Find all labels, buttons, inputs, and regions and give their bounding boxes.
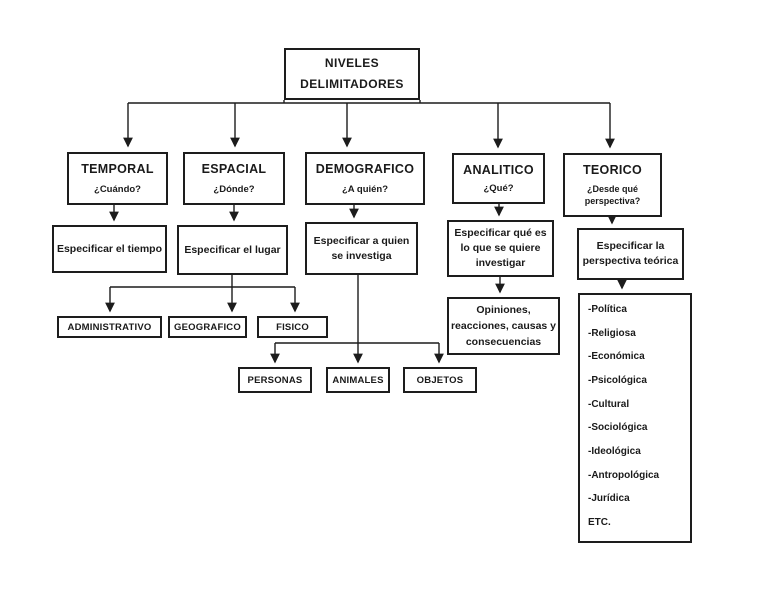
node-analitico: ANALITICO ¿Qué? [452, 153, 545, 204]
list-item: -Antropológica [588, 469, 660, 481]
node-teorico: TEORICO ¿Desde qué perspectiva? [563, 153, 662, 217]
top-connectors [123, 100, 615, 149]
node-temporal: TEMPORAL ¿Cuándo? [67, 152, 168, 205]
box-title: TEORICO [582, 163, 643, 177]
box-question: ¿Dónde? [213, 184, 255, 195]
box-title: ANALITICO [463, 163, 534, 177]
list-item: -Política [588, 304, 627, 315]
node-especificar-quien: Especificar a quien se investiga [305, 222, 418, 275]
node-especificar-que: Especificar qué es lo que se quiere inve… [447, 220, 554, 277]
list-item: -Cultural [588, 398, 630, 410]
node-lista-perspectivas: -Política -Religiosa -Económica -Psicoló… [578, 293, 692, 543]
box-question: ¿Desde qué perspectiva? [584, 184, 641, 206]
node-demografico: DEMOGRAFICO ¿A quién? [305, 152, 425, 205]
list-item: -Jurídica [588, 493, 630, 505]
node-especificar-lugar: Especificar el lugar [177, 225, 288, 275]
espacial-children-connectors [105, 275, 300, 313]
level-to-step-connectors [109, 204, 617, 225]
node-animales: ANIMALES [326, 367, 390, 393]
list-item: -Religiosa [588, 327, 636, 339]
list-item: -Sociológica [588, 422, 648, 434]
box-title: TEMPORAL [81, 162, 154, 176]
node-especificar-tiempo: Especificar el tiempo [52, 225, 167, 273]
node-administrativo: ADMINISTRATIVO [57, 316, 162, 338]
box-title: DEMOGRAFICO [315, 162, 415, 176]
node-opiniones: Opiniones, reacciones, causas y consecue… [447, 297, 560, 355]
box-question: ¿Cuándo? [94, 184, 141, 195]
list-item: -Ideológica [588, 445, 641, 457]
node-especificar-perspectiva: Especificar la perspectiva teórica [577, 228, 684, 280]
list-item: ETC. [588, 516, 611, 528]
box-question: ¿A quién? [341, 184, 389, 195]
box-question: ¿Qué? [483, 183, 514, 194]
node-fisico: FISICO [257, 316, 328, 338]
node-personas: PERSONAS [238, 367, 312, 393]
node-espacial: ESPACIAL ¿Dónde? [183, 152, 285, 205]
list-item: -Psicológica [588, 374, 647, 386]
box-title: ESPACIAL [201, 162, 267, 176]
demografico-children-connectors [270, 275, 444, 364]
list-item: -Económica [588, 351, 645, 363]
node-geografico: GEOGRAFICO [168, 316, 247, 338]
node-niveles-delimitadores: NIVELES DELIMITADORES [284, 48, 420, 100]
node-objetos: OBJETOS [403, 367, 477, 393]
